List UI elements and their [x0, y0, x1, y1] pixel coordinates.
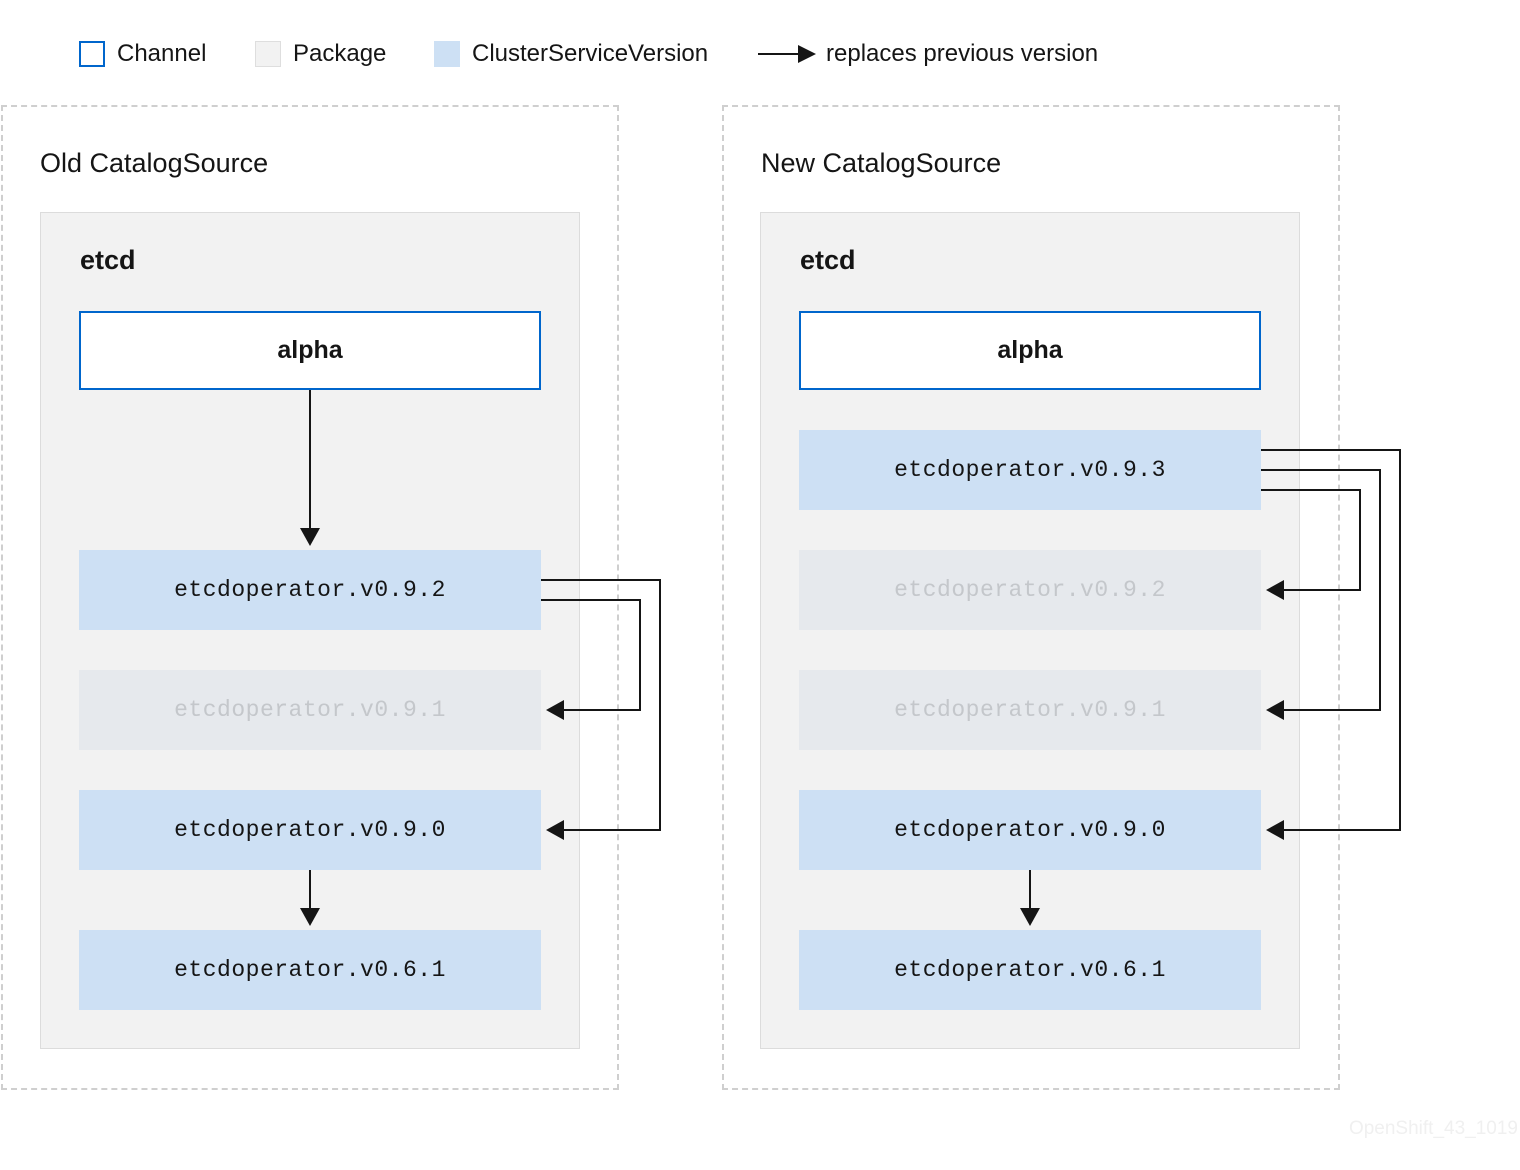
legend-replaces-label: replaces previous version	[826, 40, 1099, 67]
old-csv-v0-9-0-label: etcdoperator.v0.9.0	[174, 817, 446, 843]
new-channel-alpha: alpha	[799, 311, 1261, 390]
old-package-title: etcd	[80, 245, 136, 275]
old-csv-v0-9-2-label: etcdoperator.v0.9.2	[174, 577, 446, 603]
old-csv-v0-9-1-label: etcdoperator.v0.9.1	[174, 697, 446, 723]
legend-package-label: Package	[293, 40, 387, 67]
package-swatch-icon	[255, 41, 281, 67]
new-csv-v0-9-2: etcdoperator.v0.9.2	[799, 550, 1261, 630]
new-csv-v0-6-1-label: etcdoperator.v0.6.1	[894, 957, 1166, 983]
csv-swatch-icon	[434, 41, 460, 67]
new-csv-v0-9-3: etcdoperator.v0.9.3	[799, 430, 1261, 510]
new-package-title: etcd	[800, 245, 856, 275]
old-csv-v0-6-1: etcdoperator.v0.6.1	[79, 930, 541, 1010]
new-csv-v0-9-0-label: etcdoperator.v0.9.0	[894, 817, 1166, 843]
old-catalog-title: Old CatalogSource	[40, 148, 269, 178]
old-csv-v0-9-1: etcdoperator.v0.9.1	[79, 670, 541, 750]
legend-csv: ClusterServiceVersion	[434, 38, 708, 70]
arrow-right-icon	[758, 45, 816, 63]
old-csv-v0-9-0: etcdoperator.v0.9.0	[79, 790, 541, 870]
legend-channel: Channel	[79, 38, 206, 70]
new-csv-v0-9-1-label: etcdoperator.v0.9.1	[894, 697, 1166, 723]
new-channel-label: alpha	[997, 336, 1063, 364]
new-csv-v0-9-3-label: etcdoperator.v0.9.3	[894, 457, 1166, 483]
new-catalog-title: New CatalogSource	[761, 148, 1002, 178]
legend-channel-label: Channel	[117, 40, 207, 67]
old-channel-alpha: alpha	[79, 311, 541, 390]
new-csv-v0-9-1: etcdoperator.v0.9.1	[799, 670, 1261, 750]
old-channel-label: alpha	[277, 336, 343, 364]
new-csv-v0-6-1: etcdoperator.v0.6.1	[799, 930, 1261, 1010]
old-csv-v0-6-1-label: etcdoperator.v0.6.1	[174, 957, 446, 983]
watermark: OpenShift_43_1019	[1348, 1118, 1518, 1139]
old-csv-v0-9-2: etcdoperator.v0.9.2	[79, 550, 541, 630]
legend-csv-label: ClusterServiceVersion	[472, 40, 709, 67]
legend-replaces: replaces previous version	[758, 38, 1098, 70]
channel-swatch-icon	[79, 41, 105, 67]
legend-package: Package	[255, 38, 386, 70]
new-csv-v0-9-0: etcdoperator.v0.9.0	[799, 790, 1261, 870]
new-csv-v0-9-2-label: etcdoperator.v0.9.2	[894, 577, 1166, 603]
